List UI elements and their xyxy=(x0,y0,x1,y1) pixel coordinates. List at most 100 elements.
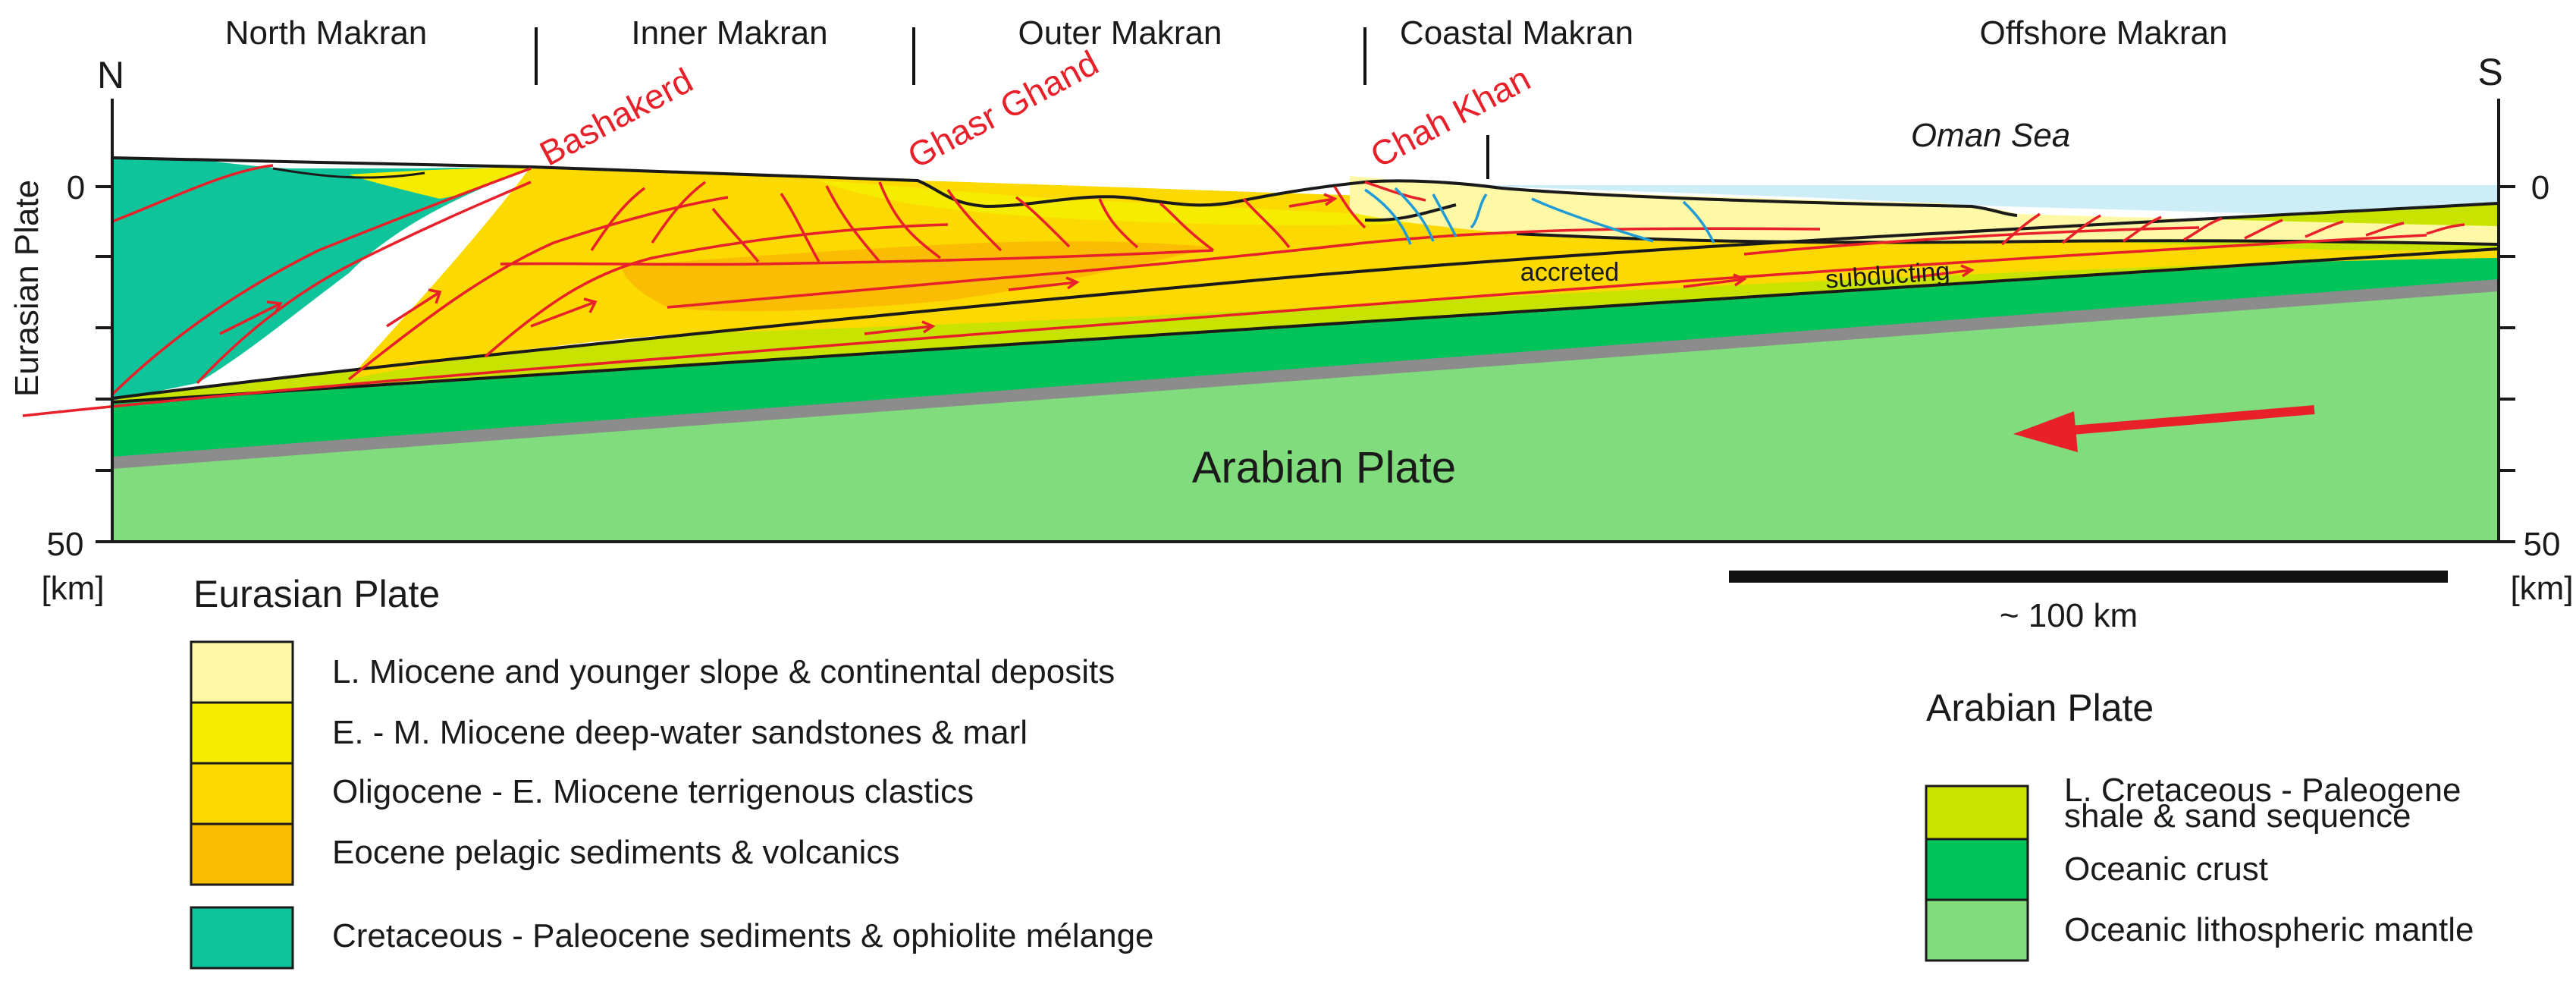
legend-eurasian-title: Eurasian Plate xyxy=(193,573,440,615)
fault xyxy=(825,185,881,263)
oceanic-crust xyxy=(112,249,2499,457)
slip-arrows xyxy=(219,193,1975,335)
surface-line xyxy=(111,156,2018,217)
fault-bashakerd xyxy=(111,164,274,223)
gray-band xyxy=(112,276,2499,469)
fault xyxy=(2244,219,2283,240)
legend-item-label: Cretaceous - Paleocene sediments & ophio… xyxy=(332,917,1154,954)
fault xyxy=(780,193,820,263)
fault xyxy=(1242,197,1291,249)
legend-arabian-title: Arabian Plate xyxy=(1926,687,2154,729)
normal-fault xyxy=(1394,187,1435,242)
fault xyxy=(946,189,1002,252)
legend-item-label: L. Cretaceous - Paleogene xyxy=(2064,772,2461,809)
fault xyxy=(2183,217,2223,241)
fault xyxy=(484,223,949,358)
left-tick-fifty: 50 xyxy=(47,526,84,563)
legend-arabian: Arabian Plate L. Cretaceous - Paleogene … xyxy=(1925,687,2474,962)
legend-swatch xyxy=(190,640,294,704)
fault xyxy=(2305,220,2344,238)
right-unit: [km] xyxy=(2510,570,2573,607)
fault-label-bashakerd: Bashakerd xyxy=(533,60,699,173)
fault xyxy=(1159,202,1215,252)
main-decollement xyxy=(22,234,2427,417)
fault xyxy=(196,181,532,385)
region-label: Outer Makran xyxy=(1018,14,1222,52)
fault xyxy=(1098,198,1139,249)
legend-item-label: Eocene pelagic sediments & volcanics xyxy=(332,834,899,871)
slip-arrow xyxy=(1910,264,1975,279)
left-axis xyxy=(96,99,114,543)
slip-arrow xyxy=(864,320,936,335)
fault xyxy=(2365,222,2405,237)
normal-fault xyxy=(1432,193,1457,237)
fault xyxy=(2000,212,2041,246)
inner-slope-line xyxy=(1364,203,1457,222)
slip-arrow xyxy=(386,288,442,328)
trench-line xyxy=(1516,232,2499,246)
interior-line xyxy=(272,167,425,179)
right-axis xyxy=(2497,99,2515,543)
legend-item-label: L. Miocene and younger slope & continent… xyxy=(332,653,1115,690)
south-label: S xyxy=(2477,51,2502,93)
accreted-label: accreted xyxy=(1520,258,1619,287)
cross-section xyxy=(22,156,2500,543)
fault xyxy=(711,207,760,263)
region-label: Inner Makran xyxy=(631,14,827,52)
fault xyxy=(2061,214,2101,244)
slip-arrow xyxy=(1008,276,1080,291)
legend-item-label: shale & sand sequence xyxy=(2064,797,2411,835)
fault xyxy=(1364,181,1426,202)
legend-swatch xyxy=(1925,838,2029,901)
scale-bar-label: ~ 100 km xyxy=(2000,597,2138,634)
region-label: Offshore Makran xyxy=(1980,14,2228,52)
fault-label-ghasr-ghand: Ghasr Ghand xyxy=(901,42,1104,176)
fault xyxy=(590,187,646,251)
ophiolite-melange xyxy=(112,158,531,401)
slope-deposits xyxy=(1350,176,2499,244)
legend-item-label: Oceanic lithospheric mantle xyxy=(2064,911,2474,948)
right-tick-fifty: 50 xyxy=(2524,526,2561,563)
legend-swatch xyxy=(1925,898,2029,962)
region-label: North Makran xyxy=(225,14,428,52)
slip-arrow xyxy=(219,300,283,335)
fault xyxy=(347,196,729,381)
legend-swatch xyxy=(190,822,294,886)
slip-arrow xyxy=(1683,273,1747,288)
slab-top-line xyxy=(111,247,2499,404)
eurasian-plate-axis-label: Eurasian Plate xyxy=(8,180,45,397)
fault xyxy=(651,181,707,244)
scale-bar xyxy=(1729,571,2448,583)
north-label: N xyxy=(97,54,124,96)
deep-water-sandstones xyxy=(349,167,531,199)
sea-label: Oman Sea xyxy=(1911,117,2070,154)
coastal-normal-faults xyxy=(1364,187,1715,245)
oceanic-mantle xyxy=(112,287,2499,542)
arabian-plate-label: Arabian Plate xyxy=(1192,443,1456,492)
right-tick-zero: 0 xyxy=(2531,169,2549,206)
deep-water-sandstones xyxy=(819,181,1479,225)
normal-fault xyxy=(1470,193,1488,229)
slip-arrow xyxy=(530,297,598,328)
legend-item-label: E. - M. Miocene deep-water sandstones & … xyxy=(332,714,1028,751)
legend-swatch xyxy=(190,906,294,970)
plate-motion-arrow xyxy=(2013,405,2315,452)
left-tick-zero: 0 xyxy=(67,169,85,206)
legend-eurasian: Eurasian Plate L. Miocene and younger sl… xyxy=(190,573,1154,970)
legend-item-label: Oceanic crust xyxy=(2064,851,2268,888)
legend-swatch xyxy=(190,762,294,825)
sea-water xyxy=(1479,185,2499,220)
left-unit: [km] xyxy=(41,570,104,607)
fault xyxy=(2426,223,2465,235)
eocene-pelagic xyxy=(622,241,1213,312)
fault xyxy=(2123,215,2162,243)
legend-item-label: Oligocene - E. Miocene terrigenous clast… xyxy=(332,773,974,810)
normal-fault xyxy=(1364,188,1412,245)
fault xyxy=(1743,226,2200,256)
fault xyxy=(1333,186,1366,229)
fault xyxy=(1015,196,1071,248)
region-label: Coastal Makran xyxy=(1400,14,1633,52)
thrust-faults xyxy=(22,164,2465,417)
fault xyxy=(500,249,1214,266)
